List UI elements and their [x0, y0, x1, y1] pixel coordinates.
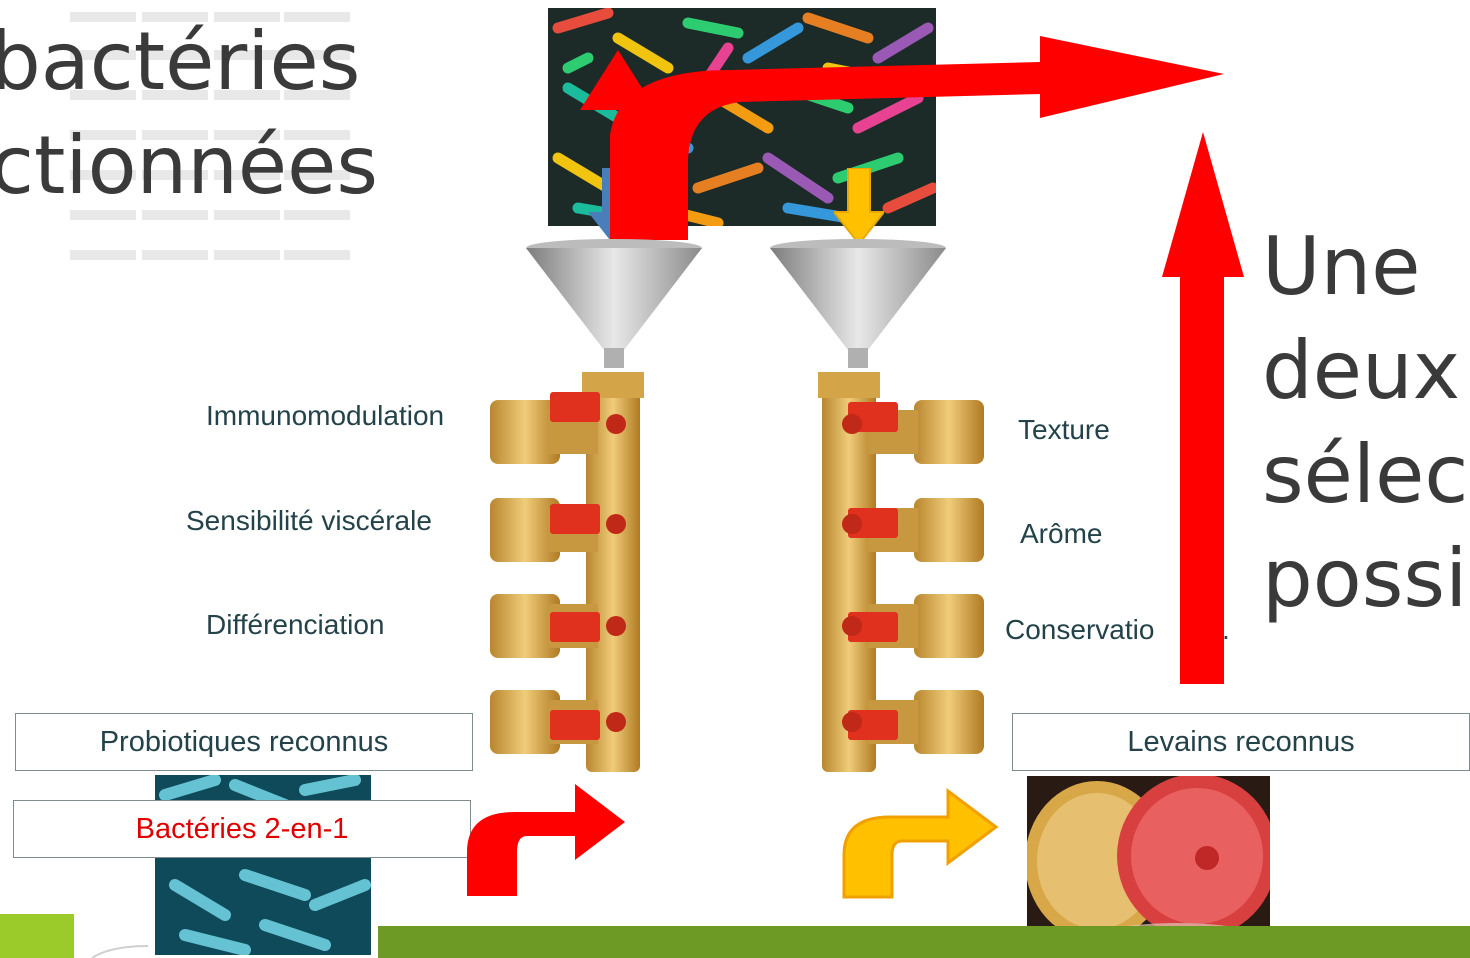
side-text-line-3: sélec — [1262, 423, 1468, 527]
right-funnel-icon — [768, 238, 948, 378]
red-curved-arrow-icon — [580, 30, 1230, 245]
footer-green-bar — [378, 926, 1470, 958]
label-arome: Arôme — [1020, 518, 1102, 550]
side-text: Une deux sélec possi — [1262, 215, 1468, 631]
side-text-line-2: deux — [1262, 319, 1468, 423]
box-probiotics: Probiotiques reconnus — [15, 713, 473, 771]
label-conservation-trail: . — [1222, 614, 1230, 646]
label-sensibilite-viscerale: Sensibilité viscérale — [186, 505, 432, 537]
footer-curve-decoration — [90, 944, 150, 958]
red-up-arrow-icon — [1158, 132, 1248, 688]
slide-title: bactéries ctionnées — [0, 10, 378, 218]
label-texture: Texture — [1018, 414, 1110, 446]
label-conservation: Conservatio — [1005, 614, 1154, 646]
box-starters: Levains reconnus — [1012, 713, 1470, 771]
label-immunomodulation: Immunomodulation — [206, 400, 444, 432]
left-valve-manifold — [486, 372, 656, 777]
label-differenciation: Différenciation — [206, 609, 384, 641]
title-line-2: ctionnées — [0, 114, 378, 218]
side-text-line-1: Une — [1262, 215, 1468, 319]
red-curved-bottom-arrow-icon — [465, 782, 627, 898]
title-line-1: bactéries — [0, 10, 378, 114]
orange-curved-bottom-arrow-icon — [840, 787, 1000, 899]
footer-green-accent — [0, 914, 74, 958]
box-two-in-one: Bactéries 2-en-1 — [13, 800, 471, 858]
left-funnel-icon — [524, 238, 704, 378]
right-valve-manifold — [818, 372, 988, 777]
side-text-line-4: possi — [1262, 527, 1468, 631]
